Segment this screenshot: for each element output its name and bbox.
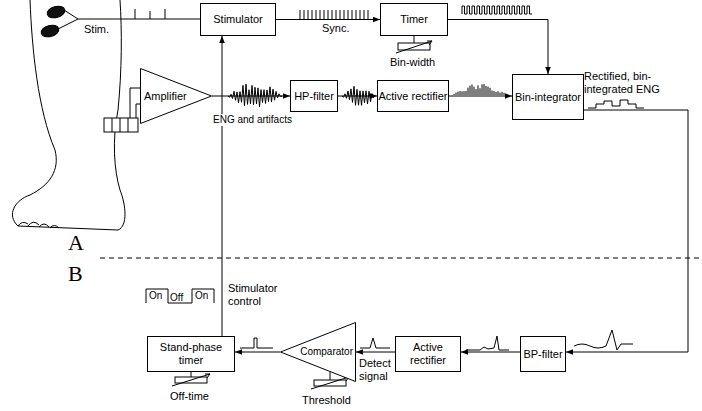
signal-connector: [461, 352, 520, 353]
ar-output-wave: [466, 336, 509, 350]
on-off-wave: [146, 289, 214, 303]
stimulator-box: Stimulator: [200, 3, 276, 36]
timer-box: Timer: [380, 3, 448, 36]
annotation-label: Off: [170, 292, 183, 304]
bp-output-wave: [574, 330, 633, 350]
bin-steps: [588, 100, 644, 108]
annotation-label: Stimulator control: [228, 282, 290, 307]
filter-box: BP-filter: [520, 336, 566, 372]
signal-connector: [566, 110, 688, 352]
connector-label: Sync.: [322, 22, 350, 35]
comparator-triangle: Comparator: [280, 322, 356, 382]
node-text: HP-filter: [294, 90, 334, 103]
section-letter: A: [68, 232, 84, 254]
node-text: Stimulator: [213, 13, 263, 26]
filter-box: HP-filter: [290, 80, 338, 112]
node-text: Amplifier: [144, 90, 187, 103]
detect-wave: [360, 338, 390, 348]
signal-connector: [276, 19, 380, 20]
comparator-pulse: [240, 338, 273, 348]
annotation-label: Stim.: [84, 23, 109, 36]
signal-connector: [235, 352, 280, 353]
node-text: Active rectifier: [396, 341, 460, 366]
annotation-label: Threshold: [302, 394, 351, 407]
waveform: [462, 6, 532, 14]
section-letter: B: [68, 263, 83, 285]
signal-connector: [222, 36, 223, 336]
stim-pulses: [135, 9, 165, 19]
signal-connector: [449, 96, 512, 97]
rectifier-box: Active rectifier: [377, 80, 449, 112]
rectifier-box: Active rectifier: [395, 336, 461, 372]
leg-outline: [12, 0, 125, 230]
node-text: Active rectifier: [378, 90, 447, 103]
signal-connector: [356, 352, 395, 353]
stim-electrode: [40, 23, 60, 38]
waveform: [300, 10, 368, 19]
signal-connector: [448, 20, 548, 75]
amplifier-triangle: Amplifier: [140, 68, 212, 124]
annotation-label: On: [195, 290, 208, 302]
annotation-label: Off-time: [170, 390, 209, 403]
node-text: BP-filter: [523, 348, 562, 361]
electrode-wire: [58, 10, 200, 29]
divider-line: [100, 258, 702, 259]
node-text: Timer: [400, 13, 428, 26]
cuff-electrode: [104, 118, 138, 132]
stim-electrode: [46, 4, 66, 19]
signal-connector: [212, 96, 290, 97]
cuff-stripes: [112, 118, 128, 132]
integrator-box: Bin-integrator: [512, 74, 584, 120]
connector-label: ENG and artifacts: [213, 114, 292, 126]
timer-box: Stand-phase timer: [147, 336, 235, 372]
toes: [18, 222, 59, 228]
connector-label: Detect signal: [359, 357, 395, 382]
node-text: Stand-phase timer: [148, 341, 234, 366]
annotation-label: Rectified, bin-integrated ENG: [584, 70, 682, 95]
annotation-label: On: [149, 290, 162, 302]
node-text: Bin-integrator: [515, 91, 581, 104]
waveform: [452, 84, 508, 95]
annotation-label: Bin-width: [390, 56, 435, 69]
signal-connector: [338, 96, 377, 97]
node-text: Comparator: [300, 346, 353, 358]
